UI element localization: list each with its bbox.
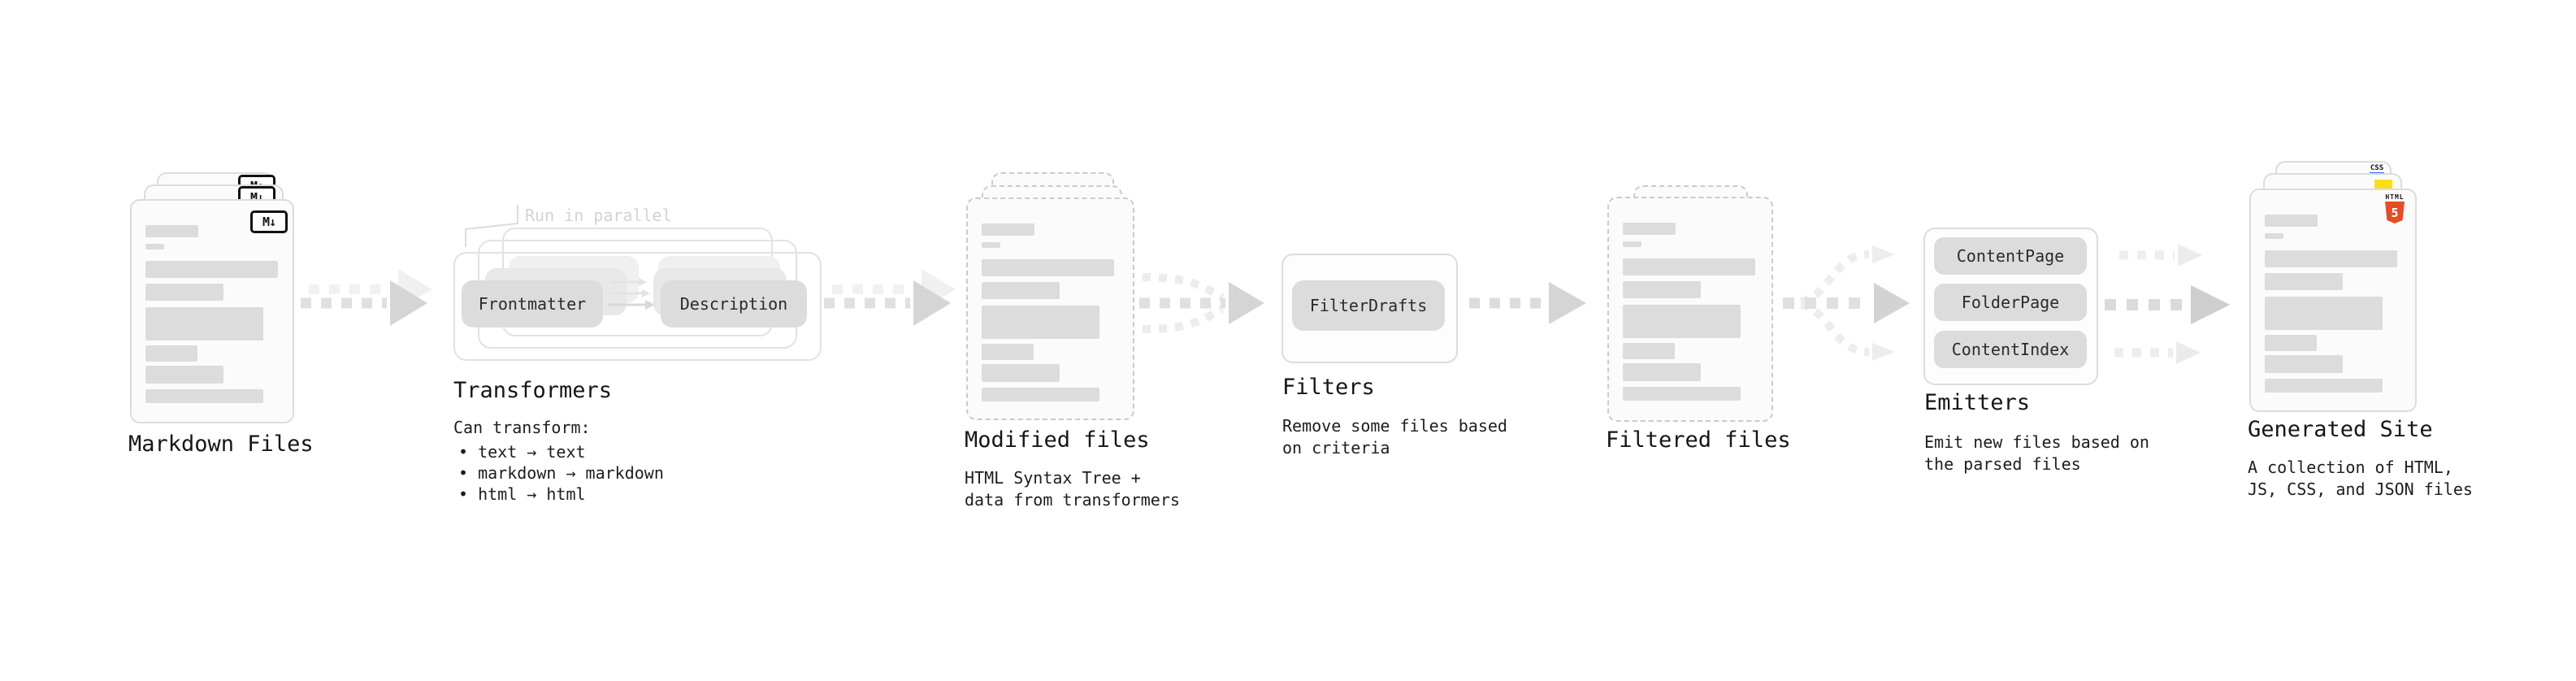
text-placeholder-bar <box>1623 281 1701 298</box>
stage-title-transformers: Transformers <box>453 378 613 403</box>
file-card-front: M↓ <box>130 199 294 423</box>
contentindex-pill: ContentIndex <box>1934 331 2087 368</box>
text-placeholder-bar <box>2265 233 2283 239</box>
text-placeholder-bar <box>2265 379 2383 393</box>
stage-title-generated-site: Generated Site <box>2248 417 2433 442</box>
contentpage-pill: ContentPage <box>1934 237 2087 275</box>
run-in-parallel-label: Run in parallel <box>525 206 672 225</box>
generated-subtitle: A collection of HTML, JS, CSS, and JSON … <box>2248 458 2473 499</box>
text-placeholder-bar <box>982 306 1099 339</box>
folderpage-pill: FolderPage <box>1934 284 2087 321</box>
transformers-bullet: • markdown → markdown <box>458 463 664 483</box>
text-placeholder-bar <box>982 259 1114 276</box>
markdown-icon: M↓ <box>250 210 288 233</box>
transformers-bullet: • html → html <box>458 484 586 504</box>
html5-icon: HTML 5 <box>2385 194 2405 223</box>
transformer-frame-front <box>453 252 822 361</box>
text-placeholder-bar <box>982 282 1060 299</box>
css-badge-label: CSS <box>2370 164 2384 172</box>
javascript-icon <box>2374 180 2392 190</box>
dashed-arrow-icon <box>2105 285 2230 324</box>
text-placeholder-bar <box>145 307 263 340</box>
file-card-front: HTML 5 <box>2249 189 2417 412</box>
file-card-front <box>1607 197 1773 422</box>
text-placeholder-bar <box>145 261 278 278</box>
html5-word: HTML <box>2385 193 2405 201</box>
emitters-subtitle: Emit new files based on the parsed files <box>1924 432 2149 474</box>
text-placeholder-bar <box>145 225 198 237</box>
html5-shield: 5 <box>2385 202 2405 223</box>
text-placeholder-bar <box>145 389 263 403</box>
file-card-front <box>966 197 1134 420</box>
modified-subtitle: HTML Syntax Tree + data from transformer… <box>965 468 1180 510</box>
text-placeholder-bar <box>982 223 1034 236</box>
text-placeholder-bar <box>1623 241 1641 247</box>
text-placeholder-bar <box>145 244 164 249</box>
text-placeholder-bar <box>1623 387 1741 401</box>
text-placeholder-bar <box>2265 335 2317 351</box>
text-placeholder-bar <box>982 388 1099 401</box>
filters-subtitle: Remove some files based on criteria <box>1282 416 1507 458</box>
stage-title-modified-files: Modified files <box>965 427 1150 453</box>
filterdrafts-pill: FilterDrafts <box>1292 280 1445 331</box>
stage-title-markdown-files: Markdown Files <box>128 432 314 457</box>
stage-title-emitters: Emitters <box>1924 390 2031 415</box>
dashed-arrow-icon <box>824 269 956 326</box>
dashed-arrow-icon <box>1469 282 1586 324</box>
text-placeholder-bar <box>1623 305 1741 338</box>
transformers-subtitle: Can transform: <box>453 418 591 437</box>
html5-number: 5 <box>2391 205 2399 220</box>
frontmatter-pill: Frontmatter <box>462 280 603 327</box>
text-placeholder-bar <box>1623 363 1701 381</box>
text-placeholder-bar <box>1623 343 1675 359</box>
text-placeholder-bar <box>2265 355 2343 373</box>
stage-title-filters: Filters <box>1282 375 1375 400</box>
text-placeholder-bar <box>2265 215 2318 227</box>
text-placeholder-bar <box>145 345 197 362</box>
text-placeholder-bar <box>145 366 223 384</box>
description-pill: Description <box>661 280 807 327</box>
markdown-badge-label: M↓ <box>262 215 276 229</box>
text-placeholder-bar <box>982 364 1060 382</box>
dashed-arrow-icon <box>2119 244 2202 267</box>
text-placeholder-bar <box>145 284 223 301</box>
text-placeholder-bar <box>2265 297 2383 330</box>
text-placeholder-bar <box>1623 258 1755 275</box>
fan-in-arrow-icon <box>1139 273 1264 333</box>
text-placeholder-bar <box>2265 250 2397 267</box>
text-placeholder-bar <box>1623 223 1676 235</box>
parallel-arrows-icon <box>608 278 655 310</box>
text-placeholder-bar <box>2265 273 2343 290</box>
annotation-leader-line <box>465 205 518 247</box>
text-placeholder-bar <box>982 344 1034 360</box>
text-placeholder-bar <box>982 242 1000 248</box>
transformers-bullet: • text → text <box>458 442 586 462</box>
dashed-arrow-icon <box>301 269 432 326</box>
stage-title-filtered-files: Filtered files <box>1606 427 1791 453</box>
dashed-arrow-icon <box>2114 341 2201 364</box>
fan-out-arrow-icon <box>1783 245 1910 361</box>
